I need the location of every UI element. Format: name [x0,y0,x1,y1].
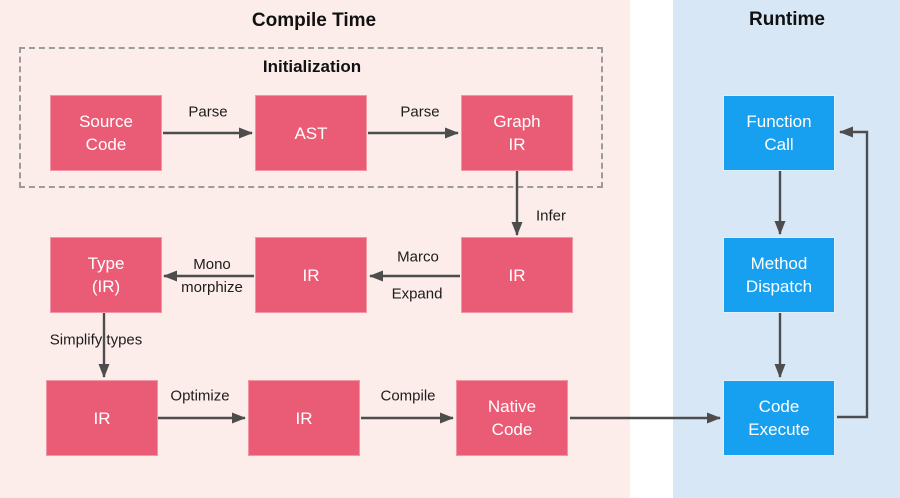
node-ast: AST [255,95,367,171]
node-ir-after-expand-label: IR [302,265,320,285]
node-ir-after-infer: IR [461,237,573,313]
node-type-ir: Type (IR) [50,237,162,313]
node-native-code-label: Native Code [487,397,537,439]
node-ir-after-simplify: IR [46,380,158,456]
runtime-title: Runtime [749,9,825,30]
node-ir-after-optimize-label: IR [295,408,313,428]
edge-label-parse-2: Parse [400,103,440,121]
node-ir-after-optimize: IR [248,380,360,456]
edge-label-infer: Infer [535,207,567,225]
node-type-ir-label: Type (IR) [87,254,125,296]
node-ast-label: AST [294,123,328,143]
edge-label-compile: Compile [380,387,436,405]
node-ir-after-infer-label: IR [508,265,526,285]
node-code-execute-label: Code Execute [748,397,810,439]
node-source-code: Source Code [50,95,162,171]
node-graph-ir-label: Graph IR [493,112,541,154]
node-ir-after-expand: IR [255,237,367,313]
node-code-execute: Code Execute [723,380,835,456]
initialization-title: Initialization [262,57,362,76]
node-ir-after-simplify-label: IR [93,408,111,428]
edge-label-monomorphize: Mono morphize [181,256,243,296]
edge-label-parse-1: Parse [188,103,228,121]
initialization-group-border [19,47,603,188]
compile-time-title: Compile Time [251,10,377,31]
node-method-dispatch-label: Method Dispatch [745,254,813,296]
edge-label-expand: Expand [391,285,443,303]
node-function-call-label: Function Call [746,112,812,154]
edge-label-simplify-types: Simplify types [49,331,143,349]
node-function-call: Function Call [723,95,835,171]
edge-label-marco: Marco [397,248,439,266]
node-graph-ir: Graph IR [461,95,573,171]
node-source-code-label: Source Code [79,112,133,154]
node-native-code: Native Code [456,380,568,456]
node-method-dispatch: Method Dispatch [723,237,835,313]
edge-label-optimize: Optimize [170,387,230,405]
